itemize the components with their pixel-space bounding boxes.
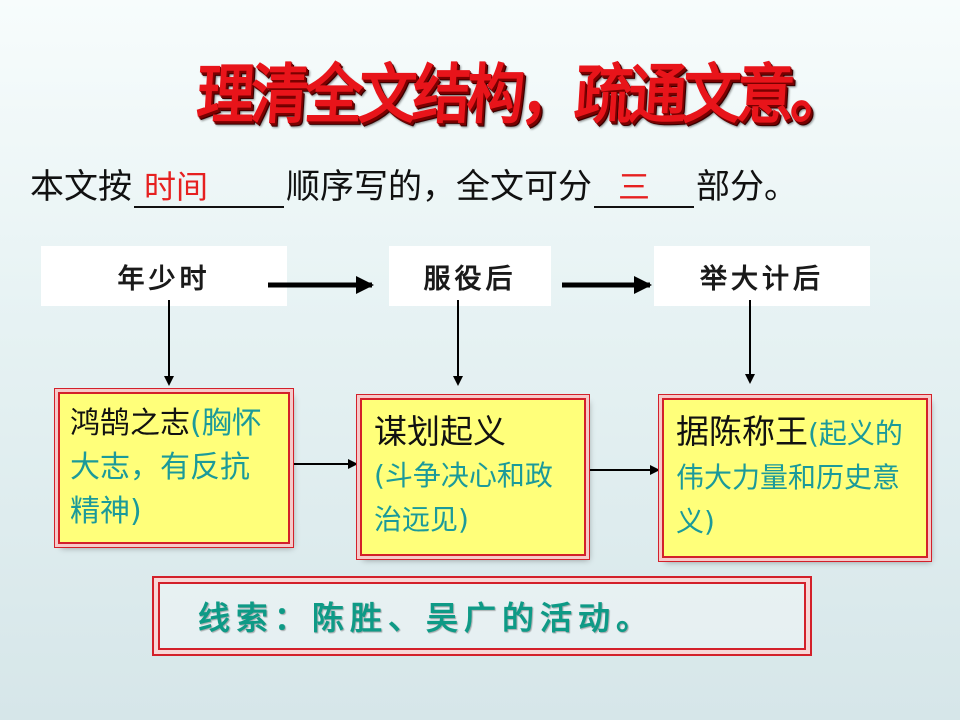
answer-blank-2: 三	[594, 168, 694, 208]
answer-1: 时间	[144, 168, 209, 206]
question-sentence: 本文按 时间 顺序写的，全文可分 三 部分。	[30, 158, 930, 208]
stage-after-uprising: 举大计后	[654, 246, 870, 306]
question-text-3: 部分。	[696, 167, 798, 207]
stage-youth: 年少时	[41, 246, 287, 306]
stage-after-conscription: 服役后	[389, 246, 551, 306]
event-2-title: 谋划起义	[374, 412, 506, 451]
answer-blank-1: 时间	[134, 168, 284, 208]
event-box-3: 据陈称王(起义的伟大力量和历史意义)	[662, 398, 928, 558]
question-text-2: 顺序写的，全文可分	[286, 167, 592, 207]
clue-text: 线索：陈胜、吴广的活动。	[198, 599, 655, 637]
answer-2: 三	[618, 168, 651, 206]
question-text-1: 本文按	[30, 167, 132, 207]
event-3-note: (起义的伟大力量和历史意义)	[676, 417, 903, 538]
event-1-note: (胸怀大志，有反抗精神)	[70, 406, 262, 529]
event-box-2: 谋划起义 (斗争决心和政治远见)	[360, 398, 586, 556]
event-2-note: (斗争决心和政治远见)	[374, 459, 553, 536]
event-3-title: 据陈称王	[676, 412, 808, 451]
event-1-title: 鸿鹄之志	[70, 406, 190, 441]
clue-box: 线索：陈胜、吴广的活动。	[152, 576, 812, 656]
slide-title: 理清全文结构，疏通文意。	[194, 56, 848, 133]
event-box-1: 鸿鹄之志(胸怀大志，有反抗精神)	[58, 392, 290, 544]
